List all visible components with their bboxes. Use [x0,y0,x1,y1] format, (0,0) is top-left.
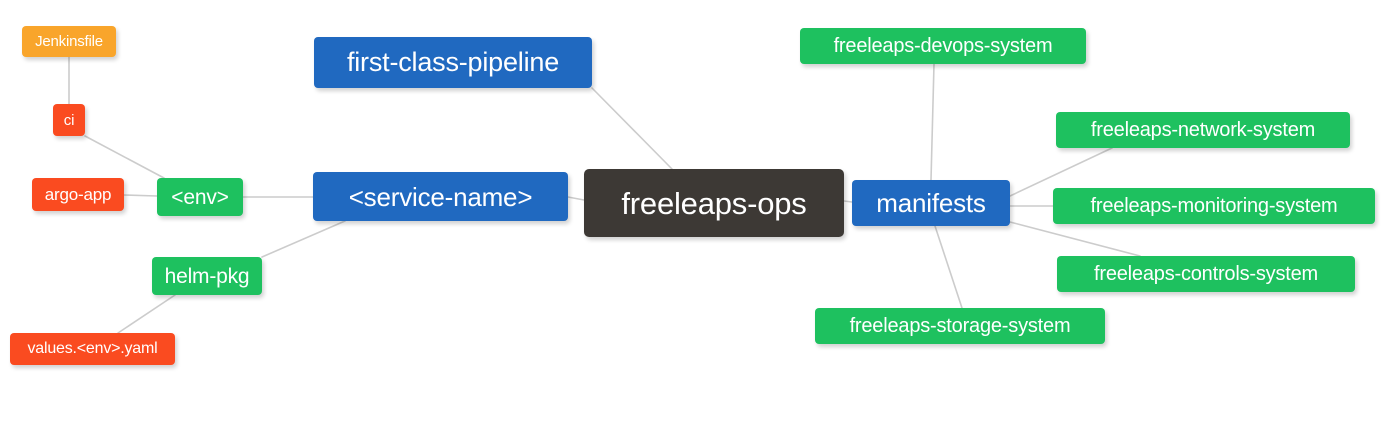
edge-manifests-to-freeleaps-storage-system [934,225,963,309]
edge-first-class-pipeline-to-freeleaps-ops [591,87,673,170]
edge-argo-app-to-env [123,194,158,197]
node-freeleaps-network-system[interactable]: freeleaps-network-system [1056,112,1350,148]
node-freeleaps-devops-system[interactable]: freeleaps-devops-system [800,28,1086,64]
node-freeleaps-monitoring-system[interactable]: freeleaps-monitoring-system [1053,188,1375,224]
edge-service-name-to-freeleaps-ops [567,196,585,201]
edge-values-env-yaml-to-helm-pkg [117,294,176,334]
node-argo-app[interactable]: argo-app [32,178,124,211]
node-freeleaps-ops[interactable]: freeleaps-ops [584,169,844,237]
node-jenkinsfile[interactable]: Jenkinsfile [22,26,116,57]
node-values-env-yaml[interactable]: values.<env>.yaml [10,333,175,365]
edge-manifests-to-freeleaps-controls-system [1009,221,1141,257]
node-manifests[interactable]: manifests [852,180,1010,226]
edge-freeleaps-ops-to-manifests [843,200,853,203]
edge-helm-pkg-to-service-name [261,220,346,258]
edge-ci-to-env [84,135,165,179]
edge-manifests-to-freeleaps-devops-system [930,63,935,181]
node-freeleaps-storage-system[interactable]: freeleaps-storage-system [815,308,1105,344]
node-service-name[interactable]: <service-name> [313,172,568,221]
node-first-class-pipeline[interactable]: first-class-pipeline [314,37,592,88]
node-helm-pkg[interactable]: helm-pkg [152,257,262,295]
node-env[interactable]: <env> [157,178,243,216]
node-ci[interactable]: ci [53,104,85,136]
node-freeleaps-controls-system[interactable]: freeleaps-controls-system [1057,256,1355,292]
